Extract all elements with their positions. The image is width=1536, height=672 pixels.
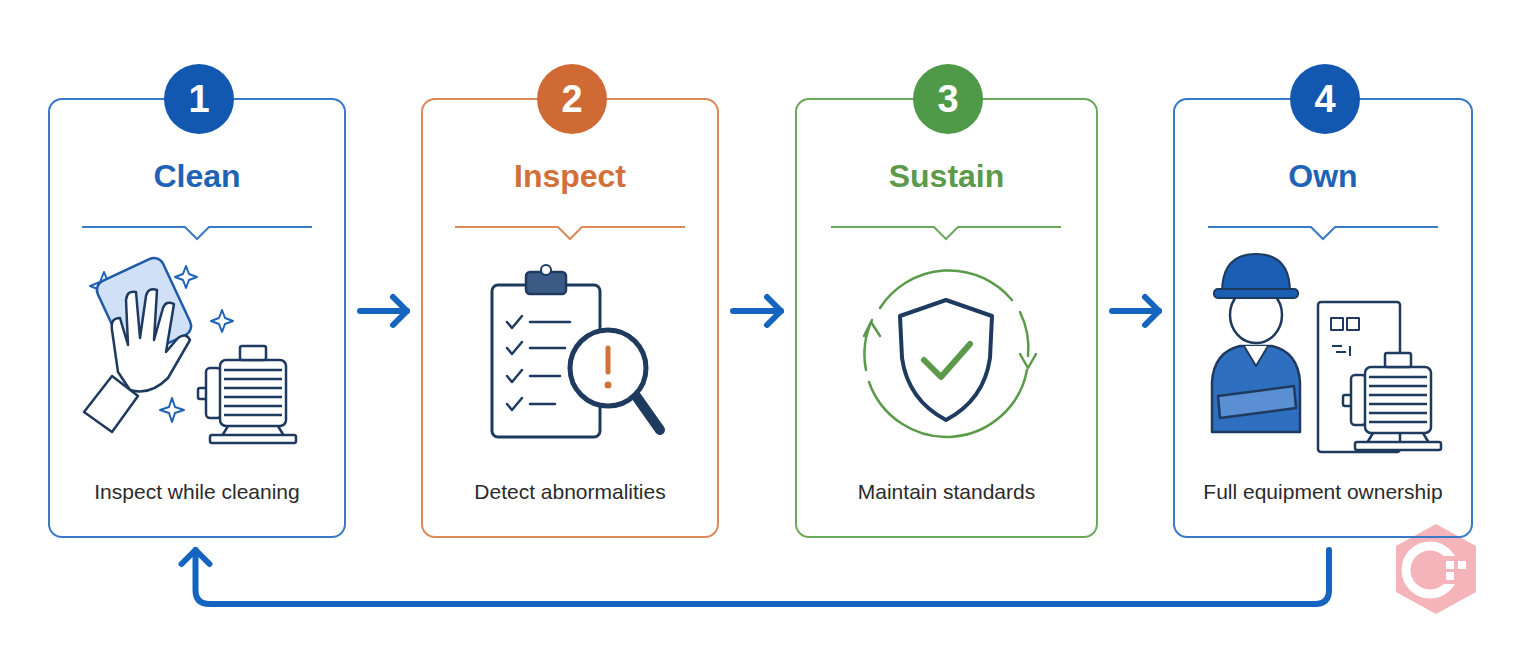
sustain-illustration [864, 270, 1036, 437]
flow-arrow [360, 297, 407, 325]
divider-lines [82, 227, 312, 239]
own-illustration [1218, 386, 1296, 418]
inspect-illustration [526, 272, 566, 294]
divider-lines [831, 227, 1061, 239]
glove-cuff [84, 376, 138, 432]
arrow-head [393, 297, 407, 325]
flow-arrow [1112, 297, 1159, 325]
own-illustration [1230, 287, 1282, 343]
step-number: 1 [188, 80, 209, 118]
step-caption: Maintain standards [805, 479, 1088, 505]
step-caption: Inspect while cleaning [58, 479, 336, 505]
sparkles [90, 272, 118, 300]
sustain-illustration [1020, 312, 1028, 356]
step-number-badge: 4 [1290, 64, 1360, 134]
step-number: 3 [937, 80, 958, 118]
sustain-illustration [864, 322, 880, 336]
connector-line [733, 308, 781, 314]
sustain-illustration [924, 344, 970, 377]
own-illustration [1318, 302, 1400, 452]
arrow-head [767, 297, 781, 325]
own-illustration [1332, 346, 1350, 356]
inspect-illustration [507, 342, 522, 354]
inspect-illustration [530, 403, 555, 406]
own-illustration [1222, 254, 1290, 292]
own-illustration [1347, 318, 1359, 330]
own-illustration [1331, 318, 1343, 330]
sparkles [211, 310, 233, 332]
own-illustration [1343, 353, 1441, 450]
step-title: Clean [50, 156, 344, 196]
cloth [94, 255, 195, 362]
inspect-illustration [541, 265, 551, 275]
arrow-head [182, 550, 210, 564]
sustain-illustration [1020, 354, 1036, 368]
inspect-illustration [492, 285, 600, 437]
inspect-illustration [507, 316, 570, 410]
inspect-illustration [530, 321, 570, 324]
sparkles [160, 398, 184, 422]
connector-line [1112, 308, 1159, 314]
divider-lines [82, 227, 1438, 239]
own-illustration [1212, 254, 1441, 452]
step-number-badge: 2 [537, 64, 607, 134]
own-illustration [1214, 289, 1298, 298]
step-card: OwnFull equipment ownership4 [1173, 98, 1473, 538]
inspect-illustration [636, 396, 660, 430]
arrow-head [1145, 297, 1159, 325]
step-card: SustainMaintain standards3 [795, 98, 1098, 538]
watermark-logo [1440, 556, 1472, 584]
inspect-illustration [530, 347, 565, 350]
step-number: 2 [561, 80, 582, 118]
inspect-illustration [530, 375, 560, 378]
sustain-illustration [869, 370, 1027, 437]
step-caption: Full equipment ownership [1183, 479, 1463, 505]
watermark-logo [1458, 561, 1466, 569]
flow-arrow [182, 550, 1329, 604]
watermark-logo [1446, 561, 1454, 569]
connector-line [196, 550, 1329, 604]
sparkles [175, 266, 197, 288]
sparkles [90, 266, 233, 422]
step-caption: Detect abnormalities [431, 479, 709, 505]
inspect-illustration [492, 265, 660, 437]
step-card: CleanInspect while cleaning1 [48, 98, 346, 538]
step-title: Own [1175, 156, 1471, 196]
divider-lines [455, 227, 685, 239]
step-number: 4 [1314, 80, 1335, 118]
step-card: InspectDetect abnormalities2 [421, 98, 719, 538]
sustain-illustration [900, 300, 992, 420]
clean-illustration [198, 346, 296, 443]
inspect-illustration [605, 382, 612, 389]
step-title: Inspect [423, 156, 717, 196]
divider-lines [1208, 227, 1438, 239]
inspect-illustration [507, 398, 522, 410]
inspect-illustration [606, 348, 611, 372]
own-illustration [1212, 346, 1300, 432]
watermark-logo [1446, 572, 1454, 580]
step-title: Sustain [797, 156, 1096, 196]
inspect-illustration [570, 330, 646, 406]
clean-illustration [84, 255, 296, 443]
watermark-logo [1406, 546, 1454, 594]
connector-line [360, 308, 407, 314]
step-number-badge: 1 [164, 64, 234, 134]
step-number-badge: 3 [913, 64, 983, 134]
own-illustration [1244, 346, 1268, 366]
glove-hand [112, 289, 190, 391]
sustain-illustration [864, 320, 872, 370]
inspect-illustration [507, 370, 522, 382]
inspect-illustration [507, 316, 522, 328]
flow-arrow [733, 297, 781, 325]
sustain-illustration [880, 270, 1012, 308]
